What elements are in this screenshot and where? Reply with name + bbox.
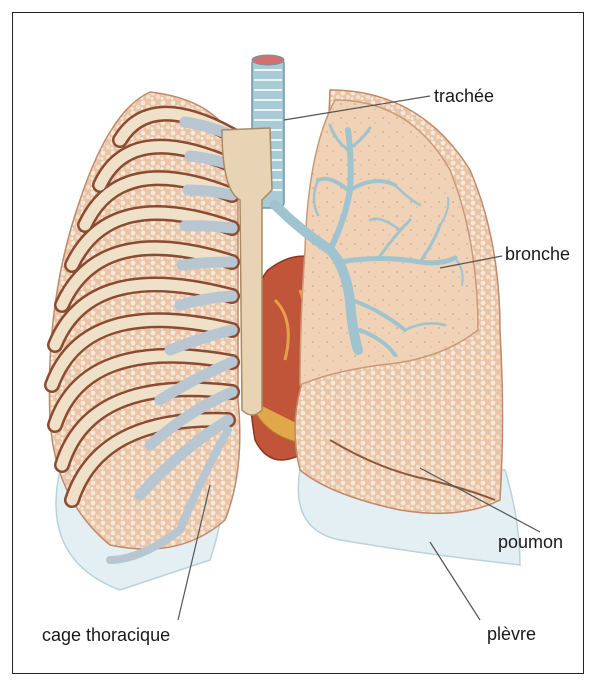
label-trachee: trachée	[434, 86, 494, 107]
label-poumon: poumon	[498, 532, 563, 553]
label-cage-thoracique: cage thoracique	[42, 625, 170, 646]
label-plevre: plèvre	[487, 624, 536, 645]
label-bronche: bronche	[505, 244, 570, 265]
